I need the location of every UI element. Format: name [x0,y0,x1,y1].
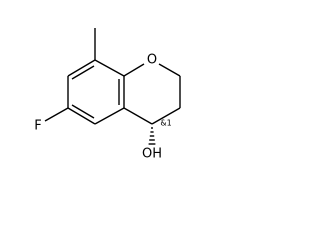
bond-c5-c6-inner [71,104,95,119]
fluorine-atom-label: F [34,119,41,134]
bond-o1-c2 [158,63,181,77]
pyran-ring [123,63,181,125]
aromatic-ring [67,59,125,125]
bond-c5-c6 [67,107,96,125]
hydroxyl-label: OH [142,147,162,162]
bond-c8-c8a [94,59,125,77]
chromanol-structure: O F OH &1 [34,28,181,162]
fluoro-bond [44,107,69,122]
bond-c8a-o1 [123,63,145,77]
bond-c4-c4a [123,107,153,125]
stereo-descriptor-label: &1 [160,119,171,128]
oxygen-atom-label: O [147,53,157,68]
bond-c7-c8 [67,59,96,77]
bond-c3-c4 [151,107,181,125]
bond-c4a-c5 [94,107,125,125]
hashed-wedge-bond [148,127,156,145]
bond-c7-c8-inner [71,65,95,80]
